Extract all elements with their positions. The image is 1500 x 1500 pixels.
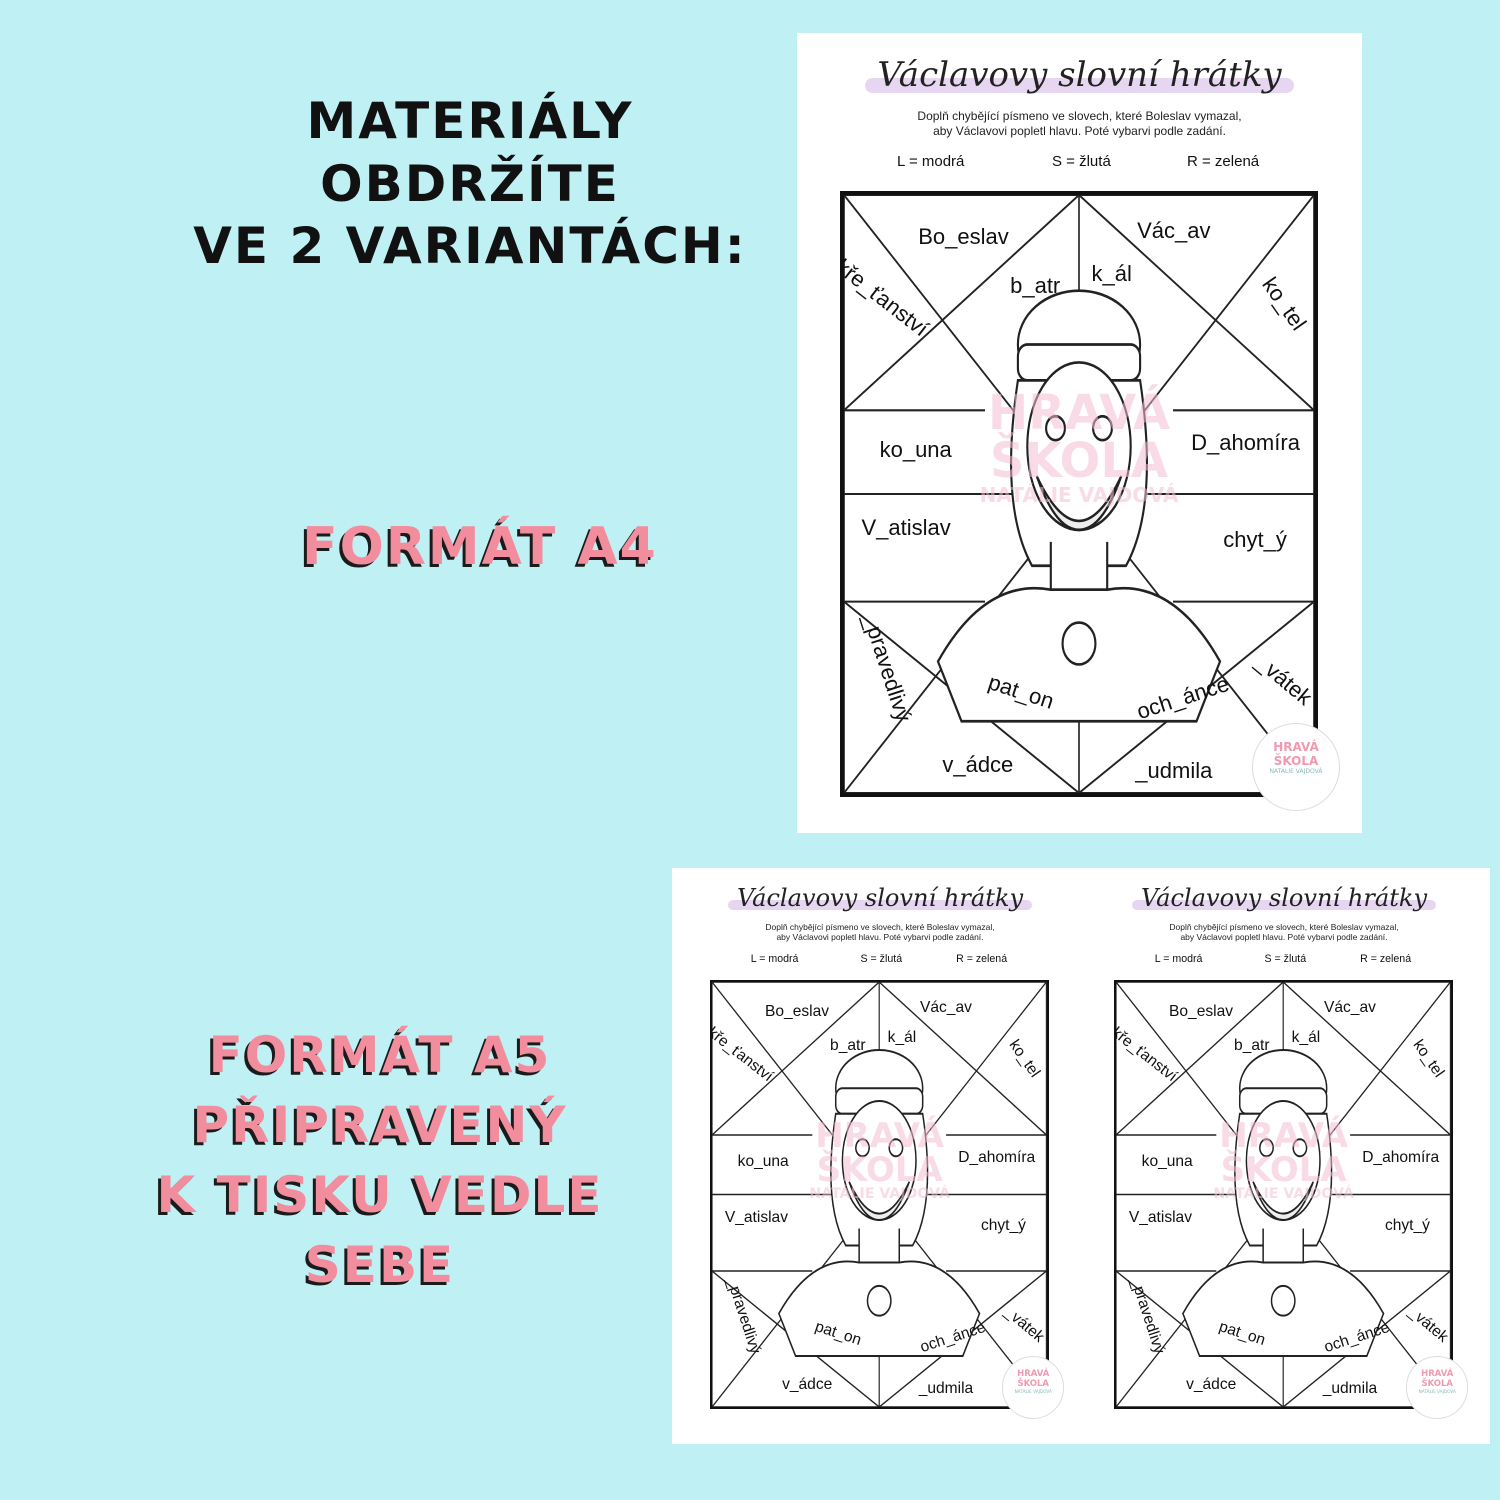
title-highlight: [1132, 899, 1436, 910]
word-vratislav: V_atislav: [861, 515, 951, 541]
worksheet-preview-a4: Václavovy slovní hrátky Doplň chybějící …: [797, 33, 1362, 833]
word-batr: b_atr: [1234, 1037, 1270, 1055]
worksheet-title: Václavovy slovní hrátky: [1084, 884, 1484, 912]
a5-line: PŘIPRAVENÝ: [192, 1096, 568, 1154]
intro-line: MATERIÁLY: [306, 92, 634, 150]
word-drahomira: D_ahomíra: [1191, 430, 1300, 456]
worksheet-preview-a5: Václavovy slovní hrátky Doplň chybějící …: [672, 868, 1490, 1444]
a5-line: K TISKU VEDLE: [156, 1166, 604, 1224]
word-drahomira: D_ahomíra: [958, 1148, 1036, 1166]
a5-line: FORMÁT A5: [208, 1026, 552, 1084]
word-kral: k_ál: [1291, 1028, 1321, 1046]
worksheet-title: Václavovy slovní hrátky: [680, 884, 1080, 912]
word-chytry: chyt_ý: [980, 1217, 1026, 1235]
word-boleslav: Bo_eslav: [1169, 1002, 1234, 1020]
word-vratislav: V_atislav: [724, 1208, 788, 1226]
watermark: HRAVÁ ŠKOLA NATÁLIE VAJDOVÁ: [809, 1116, 950, 1203]
coloring-grid: HRAVÁ ŠKOLA NATÁLIE VAJDOVÁ Bo_eslav Vác…: [1114, 979, 1453, 1409]
word-drahomira: D_ahomíra: [1362, 1148, 1440, 1166]
king-portrait: [936, 289, 1222, 723]
word-vladce: v_ádce: [942, 751, 1014, 777]
coloring-grid: HRAVÁ ŠKOLA NATÁLIE VAJDOVÁ Bo_eslav Vác…: [840, 191, 1318, 797]
coloring-grid: HRAVÁ ŠKOLA NATÁLIE VAJDOVÁ Bo_eslav Vác…: [710, 979, 1049, 1409]
intro-line: OBDRŽÍTE: [320, 154, 620, 213]
legend-item: R = zelená: [956, 952, 1008, 965]
worksheet-title: Václavovy slovní hrátky: [797, 55, 1362, 95]
word-batr: b_atr: [830, 1037, 866, 1055]
worksheet-instructions: Doplň chybějící písmeno ve slovech, kter…: [765, 921, 995, 943]
word-boleslav: Bo_eslav: [918, 224, 1009, 250]
word-vladce: v_ádce: [1186, 1376, 1237, 1394]
legend-item: L = modrá: [897, 153, 965, 170]
word-vladce: v_ádce: [782, 1376, 833, 1394]
word-ludmila: _udmila: [1322, 1380, 1378, 1398]
king-portrait: [1182, 1048, 1385, 1357]
intro-heading: MATERIÁLY OBDRŽÍTE VE 2 VARIANTÁCH:: [190, 90, 750, 278]
title-highlight: [728, 899, 1032, 910]
king-portrait: [778, 1048, 981, 1357]
word-koruna: ko_una: [737, 1153, 789, 1171]
grid-lines: [1116, 981, 1451, 1407]
word-koruna: ko_una: [879, 436, 952, 462]
intro-line: VE 2 VARIANTÁCH:: [193, 217, 747, 275]
legend-item: S = žlutá: [860, 952, 903, 965]
word-kral: k_ál: [887, 1028, 917, 1046]
legend-item: L = modrá: [750, 952, 799, 965]
word-vaclav: Vác_av: [1323, 998, 1376, 1016]
word-vratislav: V_atislav: [1128, 1208, 1192, 1226]
format-a5-label: FORMÁT A5 PŘIPRAVENÝ K TISKU VEDLE SEBE: [120, 1020, 640, 1300]
word-ludmila: _udmila: [918, 1380, 974, 1398]
worksheet-instructions: Doplň chybějící písmeno ve slovech, kter…: [1169, 921, 1399, 943]
legend-item: L = modrá: [1154, 952, 1203, 965]
worksheet-page: Václavovy slovní hrátky Doplň chybějící …: [1084, 868, 1484, 1434]
worksheet-page: Václavovy slovní hrátky Doplň chybějící …: [797, 33, 1362, 833]
brand-logo: HRAVÁ ŠKOLA NATÁLIE VAJDOVÁ: [1252, 723, 1340, 811]
brand-logo: HRAVÁ ŠKOLA NATÁLIE VAJDOVÁ: [1406, 1356, 1469, 1419]
a5-line: SEBE: [304, 1236, 456, 1294]
title-highlight: [864, 78, 1295, 93]
watermark: HRAVÁ ŠKOLA NATÁLIE VAJDOVÁ: [1213, 1116, 1354, 1203]
word-batr: b_atr: [1010, 272, 1061, 298]
format-a4-label: FORMÁT A4: [302, 517, 658, 577]
grid-lines: [844, 195, 1314, 793]
legend-item: R = zelená: [1360, 952, 1412, 965]
brand-logo: HRAVÁ ŠKOLA NATÁLIE VAJDOVÁ: [1002, 1356, 1065, 1419]
word-koruna: ko_una: [1141, 1153, 1193, 1171]
worksheet-page: Václavovy slovní hrátky Doplň chybějící …: [680, 868, 1080, 1434]
grid-lines: [712, 981, 1047, 1407]
worksheet-instructions: Doplň chybějící písmeno ve slovech, kter…: [917, 109, 1242, 138]
legend-item: S = žlutá: [1052, 153, 1111, 170]
word-chytry: chyt_ý: [1223, 527, 1287, 553]
watermark: HRAVÁ ŠKOLA NATÁLIE VAJDOVÁ: [979, 384, 1179, 507]
legend-item: R = zelená: [1187, 153, 1260, 170]
word-vaclav: Vác_av: [1137, 218, 1211, 244]
word-vaclav: Vác_av: [919, 998, 972, 1016]
word-chytry: chyt_ý: [1384, 1217, 1430, 1235]
word-kral: k_ál: [1091, 260, 1132, 286]
legend-item: S = žlutá: [1264, 952, 1307, 965]
word-boleslav: Bo_eslav: [765, 1002, 830, 1020]
word-ludmila: _udmila: [1135, 757, 1213, 783]
